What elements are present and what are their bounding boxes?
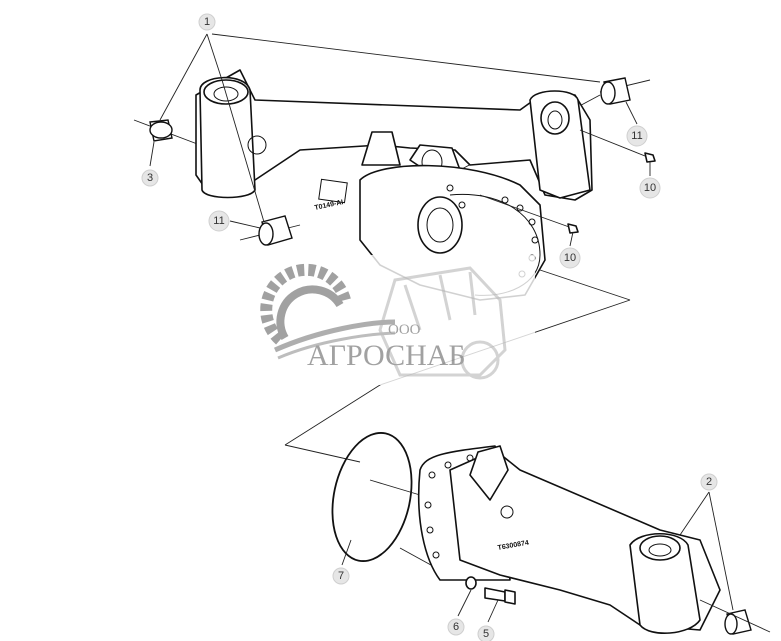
- bushing-right-11: [600, 77, 631, 105]
- callout-7: 7: [332, 567, 350, 585]
- lower-axle-arm: T6300874: [284, 432, 721, 635]
- callout-10-center: 10: [559, 247, 581, 269]
- agrosnab-watermark: ООО АГРОСНАБ: [245, 255, 535, 385]
- grease-fitting-10b: [479, 194, 579, 234]
- callout-leaders-upper: [149, 33, 651, 247]
- watermark-prefix: ООО: [388, 322, 421, 338]
- svg-text:3: 3: [147, 172, 153, 184]
- callout-leaders-lower: [341, 491, 734, 623]
- svg-text:11: 11: [631, 130, 642, 142]
- bushing-left-3: [149, 119, 173, 142]
- svg-text:11: 11: [213, 215, 224, 227]
- callout-3: 3: [141, 169, 159, 187]
- bolt-5: [484, 587, 516, 605]
- svg-text:10: 10: [564, 252, 576, 264]
- svg-text:1: 1: [204, 16, 210, 28]
- callout-1: 1: [198, 13, 216, 31]
- grease-fitting-10a: [579, 129, 656, 163]
- svg-text:6: 6: [453, 621, 459, 633]
- callout-10-right: 10: [639, 177, 661, 199]
- callout-11-center: 11: [208, 210, 230, 232]
- callout-5: 5: [477, 625, 495, 641]
- svg-text:5: 5: [483, 628, 489, 640]
- svg-text:2: 2: [706, 476, 712, 488]
- svg-text:7: 7: [338, 570, 344, 582]
- svg-text:10: 10: [644, 182, 656, 194]
- bushing-center-11: [258, 215, 293, 246]
- callout-2: 2: [700, 473, 718, 491]
- watermark-company: АГРОСНАБ: [307, 339, 466, 372]
- callout-6: 6: [447, 618, 465, 636]
- callout-11-right: 11: [626, 125, 648, 147]
- gear-logo-icon: [260, 263, 351, 345]
- bushing-lower-2: [699, 599, 771, 635]
- combine-harvester-icon: [378, 266, 507, 380]
- washer-6: [465, 576, 477, 590]
- upper-housing-stamp: T0149-AI: [314, 199, 344, 212]
